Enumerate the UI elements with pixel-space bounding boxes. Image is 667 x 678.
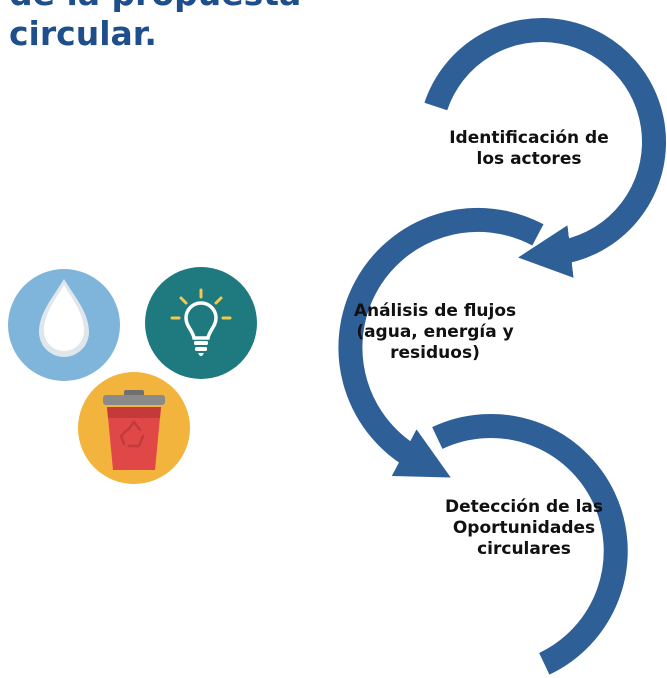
step-label-opportunity-detection: Detección de las Oportunidades circulare…: [444, 497, 603, 559]
light-bulb-icon: [145, 267, 257, 379]
cycle-ring-1: [424, 18, 666, 278]
water-drop-icon: [8, 269, 120, 381]
step-label-identification: Identificación de los actores: [449, 128, 609, 169]
heading-line-2: circular.: [9, 14, 157, 53]
slide-heading: de la propuesta circular.: [9, 0, 301, 54]
cycle-ring-2: [338, 207, 544, 478]
step-label-flow-analysis: Análisis de flujos (agua, energía y resi…: [353, 301, 517, 363]
heading-line-1: de la propuesta: [9, 0, 301, 14]
cycle-ring-3: [432, 413, 628, 675]
recycle-bin-icon: [78, 372, 190, 484]
